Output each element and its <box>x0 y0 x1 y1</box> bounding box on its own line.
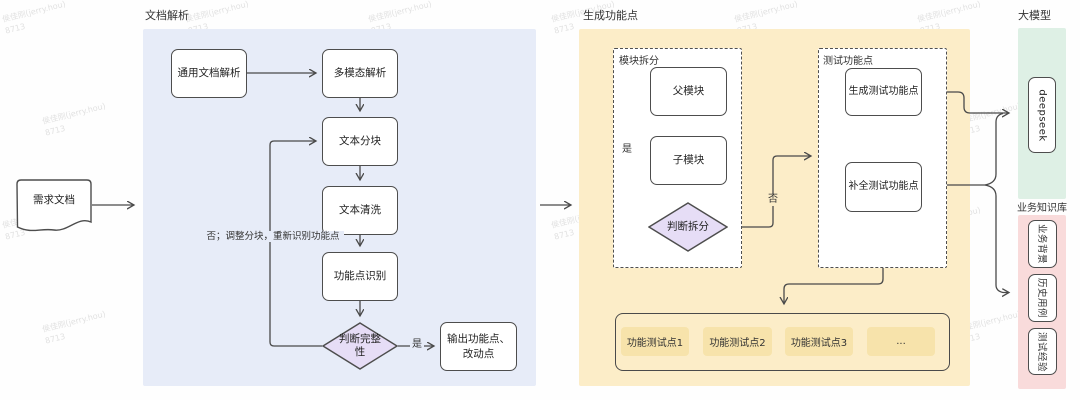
module-split-group-title: 模块拆分 <box>619 56 659 67</box>
chip-test-point-2: 功能测试点2 <box>703 327 772 356</box>
judge-completeness-label: 判断完整性 <box>339 332 381 358</box>
arrow-branch-down-to-kb <box>984 184 1009 293</box>
kb-history-cases-label: 历史用例 <box>1035 277 1047 319</box>
node-kb-test-experience: 测试经验 <box>1028 328 1057 375</box>
diamond-shape <box>322 322 398 370</box>
diamond-shape <box>648 202 728 252</box>
requirements-doc-label: 需求文档 <box>33 194 75 206</box>
test-results-container <box>615 313 950 371</box>
chip-test-point-more: ... <box>867 327 935 356</box>
deepseek-label: deepseek <box>1036 88 1048 142</box>
chip-test-point-1: 功能测试点1 <box>621 327 689 356</box>
label-no-split: 否 <box>766 194 780 206</box>
node-text-chunking: 文本分块 <box>322 117 398 166</box>
kb-business-background-label: 业务背景 <box>1035 223 1047 265</box>
node-requirements-doc: 需求文档 <box>16 178 92 236</box>
node-generate-test-points: 生成测试功能点 <box>845 68 922 116</box>
node-complete-test-points: 补全测试功能点 <box>845 162 922 212</box>
label-feedback: 否；调整分块，重新识别功能点 <box>202 231 344 243</box>
judge-split-label: 判断拆分 <box>667 220 709 233</box>
chip-test-point-3: 功能测试点3 <box>785 327 853 356</box>
watermark-text: 侯佳刚(jerry.hou)8713 <box>41 309 107 346</box>
node-output-points: 输出功能点、改动点 <box>440 322 517 371</box>
node-general-doc-parsing: 通用文档解析 <box>171 49 247 98</box>
test-points-group-title: 测试功能点 <box>823 56 873 67</box>
llm-title: 大模型 <box>1018 9 1051 22</box>
gen-points-title: 生成功能点 <box>583 9 638 22</box>
node-parent-module: 父模块 <box>650 67 727 116</box>
node-text-cleaning: 文本清洗 <box>322 186 398 235</box>
node-kb-business-background: 业务背景 <box>1028 220 1057 268</box>
watermark-text: 侯佳刚(jerry.hou)8713 <box>41 101 107 138</box>
node-deepseek: deepseek <box>1028 77 1056 153</box>
line-branch-up-to-llm <box>984 112 1004 186</box>
node-feature-identify: 功能点识别 <box>322 252 398 301</box>
node-child-module: 子模块 <box>650 136 727 185</box>
node-judge-completeness: 判断完整性 <box>322 322 398 370</box>
knowledge-base-title: 业务知识库 <box>1017 203 1067 214</box>
label-yes-completeness: 是 <box>410 339 424 351</box>
node-judge-split: 判断拆分 <box>648 202 728 252</box>
doc-parsing-title: 文档解析 <box>145 9 189 22</box>
node-kb-history-cases: 历史用例 <box>1028 274 1057 322</box>
kb-test-experience-label: 测试经验 <box>1035 331 1047 372</box>
node-multimodal-parsing: 多模态解析 <box>322 49 398 98</box>
watermark-text: 侯佳刚(jerry.hou)8713 <box>1 0 67 36</box>
label-yes-split: 是 <box>620 144 634 156</box>
document-shape-outline <box>16 179 92 232</box>
